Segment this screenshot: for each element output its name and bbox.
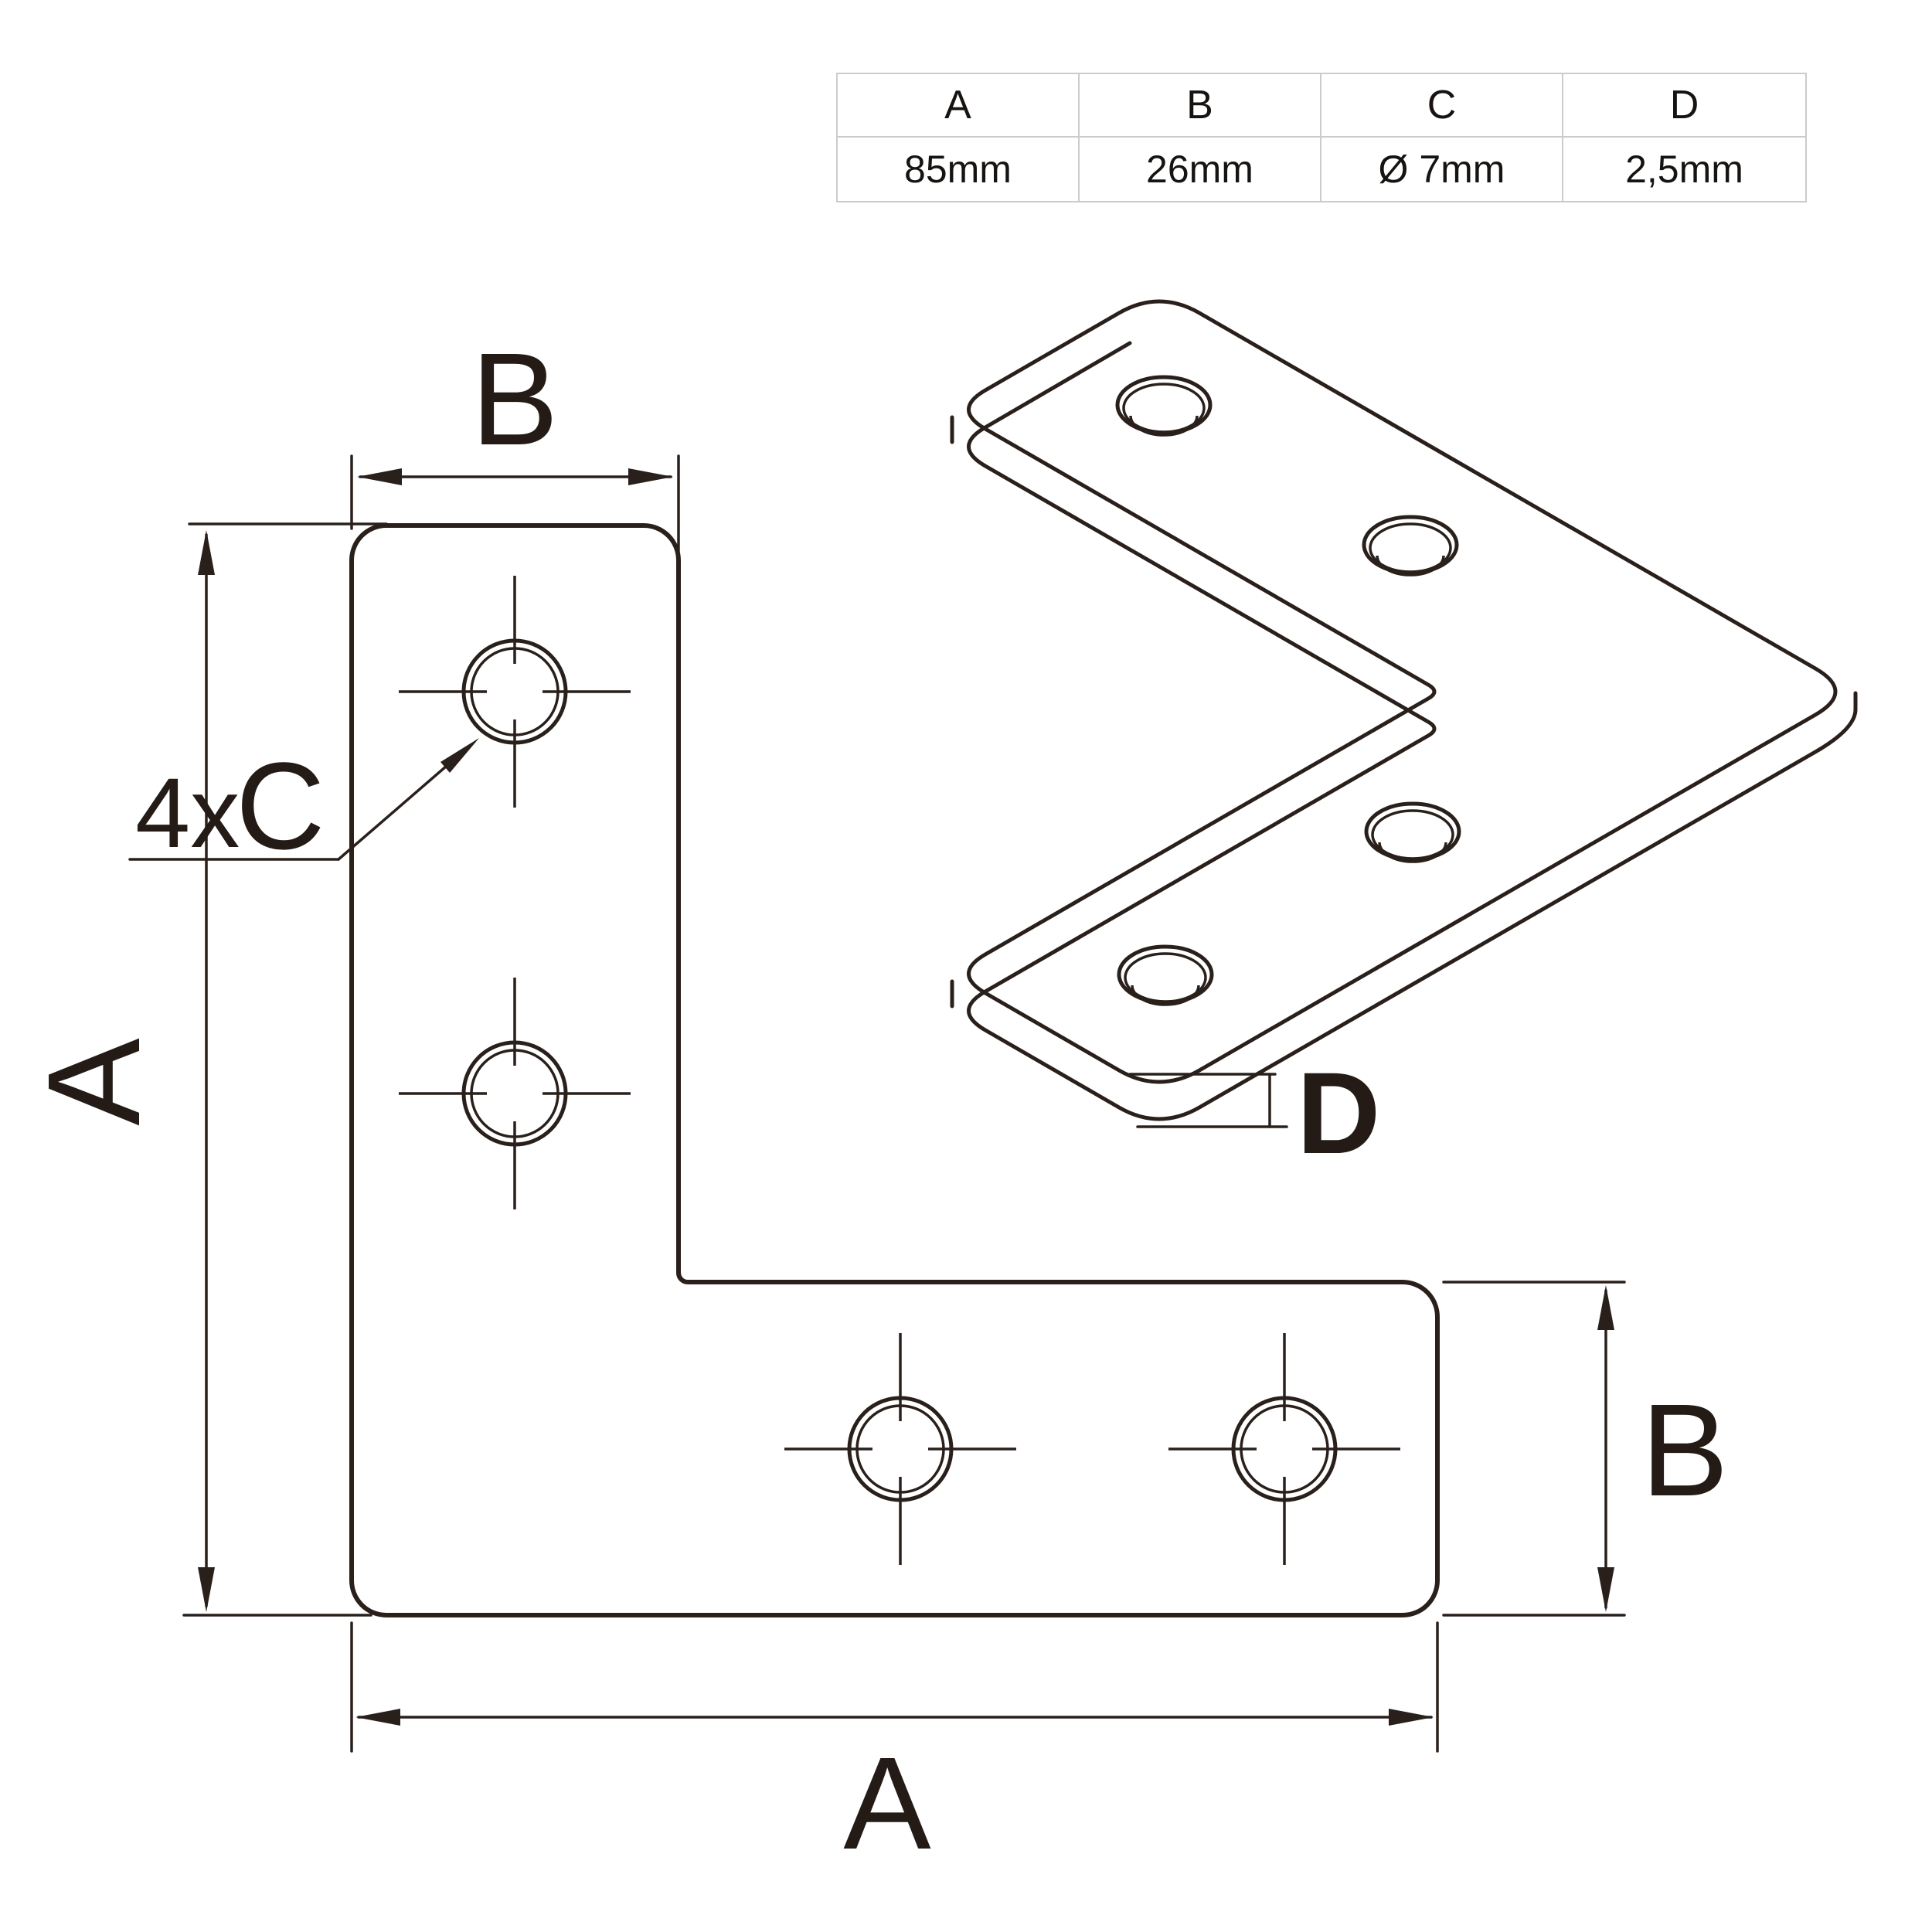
dim-label-a-left: A: [21, 1038, 168, 1126]
arrow-right-icon: [628, 468, 673, 485]
iso-top-face: [967, 299, 1838, 1084]
iso-bottom-edge: [967, 341, 1858, 1121]
callout-label-4x: 4x: [135, 758, 240, 869]
arrow-left-icon: [355, 1709, 400, 1726]
front-hole-1: [399, 576, 631, 808]
front-hole-2: [399, 978, 631, 1209]
arrow-left-icon: [357, 468, 402, 485]
arrow-down-icon: [1597, 1567, 1614, 1612]
callout-label-c: C: [236, 736, 325, 875]
dimension-d-thickness: D: [1128, 1048, 1380, 1178]
dimension-b-top: B: [350, 326, 680, 553]
iso-hole-3: [1364, 801, 1461, 863]
dimension-b-right: B: [1442, 1281, 1729, 1617]
dim-label-d: D: [1297, 1048, 1380, 1178]
table-value-d: 2,5mm: [1563, 138, 1805, 201]
arrow-down-icon: [198, 1567, 215, 1612]
table-value-a: 85mm: [838, 138, 1080, 201]
leader-arrow-icon: [440, 738, 479, 773]
dimension-table: A B C D 85mm 26mm Ø 7mm 2,5mm: [836, 73, 1807, 202]
table-header-d: D: [1563, 74, 1805, 138]
front-hole-3: [784, 1333, 1016, 1565]
dim-label-b-right: B: [1641, 1377, 1728, 1524]
table-header-a: A: [838, 74, 1080, 138]
dim-label-b-top: B: [471, 326, 558, 473]
hole-diameter-callout: 4x C: [128, 736, 479, 875]
arrow-right-icon: [1389, 1709, 1434, 1726]
dimension-a-bottom: A: [350, 1621, 1439, 1877]
iso-hole-2: [1362, 515, 1459, 577]
iso-hole-4: [1117, 944, 1214, 1006]
isometric-view: D: [950, 299, 1858, 1178]
table-value-c: Ø 7mm: [1321, 138, 1563, 201]
front-hole-4: [1168, 1333, 1400, 1565]
dim-label-a-bottom: A: [843, 1730, 931, 1877]
iso-hole-1: [1115, 375, 1213, 437]
table-header-c: C: [1321, 74, 1563, 138]
front-view: B A A: [21, 326, 1729, 1877]
arrow-up-icon: [1597, 1285, 1614, 1330]
front-plate-outline: [349, 523, 1440, 1617]
table-value-b: 26mm: [1080, 138, 1321, 201]
arrow-up-icon: [198, 530, 215, 575]
dimension-a-left: A: [21, 522, 388, 1617]
table-header-b: B: [1080, 74, 1321, 138]
